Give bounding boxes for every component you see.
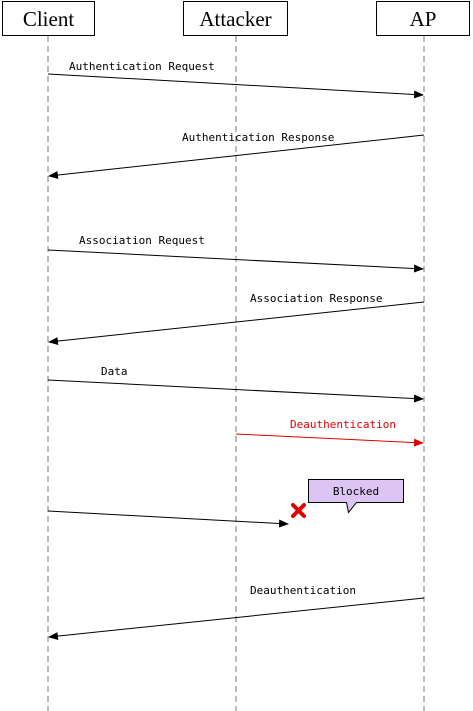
actor-ap: AP	[376, 1, 470, 36]
actor-attacker-label: Attacker	[199, 7, 271, 31]
message-label: Association Request	[79, 234, 205, 247]
message-data: Data	[47, 365, 424, 403]
actor-client-label: Client	[23, 7, 74, 31]
note-bubble	[308, 479, 404, 514]
arrow	[235, 433, 424, 447]
arrow	[48, 134, 425, 179]
blocked-note: Blocked	[308, 479, 404, 514]
message-blocked	[47, 510, 289, 528]
message-association-response: Association Response	[48, 292, 425, 346]
arrow	[47, 249, 424, 273]
message-label: Deauthentication	[290, 418, 396, 431]
actor-attacker: Attacker	[183, 1, 288, 36]
arrow	[47, 510, 289, 528]
note-label: Blocked	[333, 485, 379, 498]
message-authentication-response: Authentication Response	[48, 131, 425, 179]
arrow	[47, 73, 424, 99]
message-deauthentication-attacker: Deauthentication	[235, 418, 424, 447]
actor-ap-label: AP	[410, 7, 437, 31]
arrow	[48, 597, 425, 641]
message-label: Association Response	[250, 292, 382, 305]
actor-client: Client	[2, 1, 95, 36]
message-label: Authentication Request	[69, 60, 215, 73]
red-x-icon	[291, 503, 306, 518]
arrow	[48, 301, 425, 346]
arrow	[47, 379, 424, 403]
message-association-request: Association Request	[47, 234, 424, 273]
message-label: Data	[101, 365, 128, 378]
message-label: Deauthentication	[250, 584, 356, 597]
message-label: Authentication Response	[182, 131, 334, 144]
message-deauthentication-ap: Deauthentication	[48, 584, 425, 641]
message-authentication-request: Authentication Request	[47, 60, 424, 99]
